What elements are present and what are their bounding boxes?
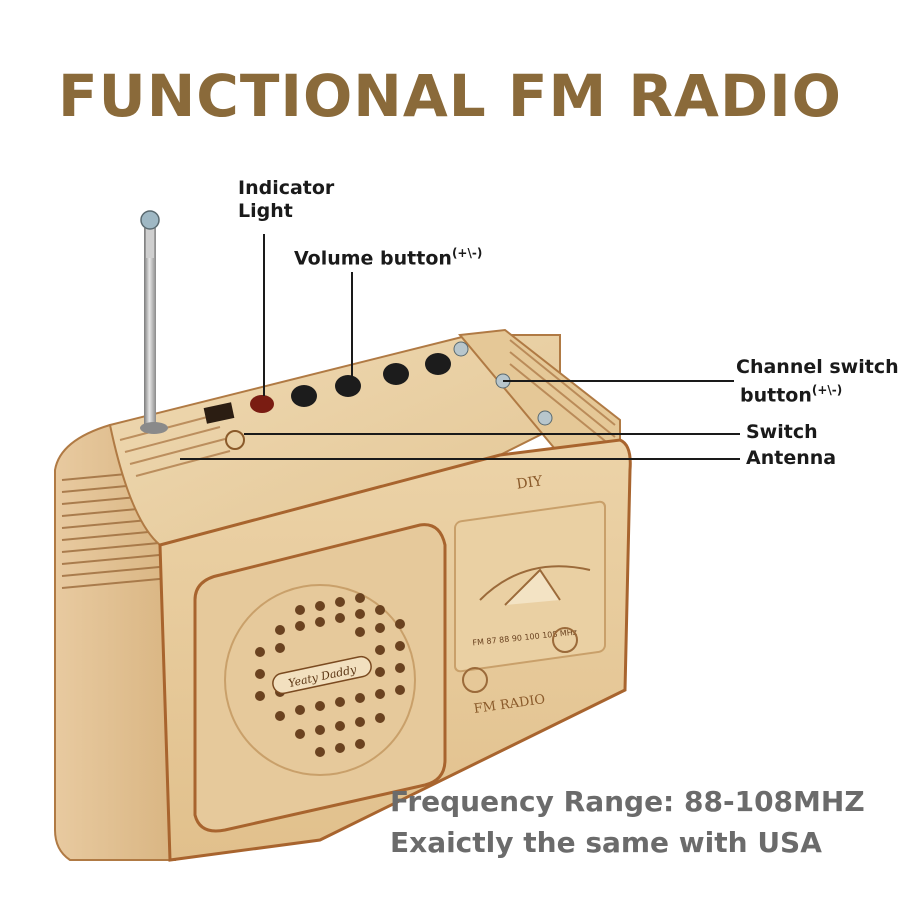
- screw-icon: [537, 410, 553, 426]
- power-icon: [225, 430, 245, 450]
- page-title: FUNCTIONAL FM RADIO: [58, 62, 842, 130]
- indicator-light: [250, 395, 274, 413]
- screw-icon: [453, 341, 469, 357]
- antenna: [140, 210, 168, 434]
- diy-mark: DIY: [515, 473, 544, 493]
- top-controls: [203, 341, 553, 450]
- compatibility-note-text: Exaictly the same with USA: [390, 826, 822, 859]
- speaker-holes: [255, 593, 405, 757]
- frequency-range-text: Frequency Range: 88-108MHZ: [390, 785, 865, 818]
- callout-lines: [180, 234, 740, 460]
- antenna-label: Antenna: [746, 447, 837, 469]
- volume-button-label: Volume button(+\-): [294, 246, 483, 270]
- channel-down-button: [383, 363, 409, 385]
- indicator-light-label: Indicator Light: [238, 177, 335, 222]
- channel-up-button: [425, 353, 451, 375]
- switch-label: Switch: [746, 421, 818, 443]
- speaker-grille: Yeaty Daddy: [193, 523, 447, 833]
- volume-down-button: [291, 385, 317, 407]
- tuner-knob-right: [552, 627, 578, 653]
- switch-slider: [203, 402, 235, 424]
- tuner-panel: FM 87 88 90 100 108 MHz DIY FM RADIO: [454, 473, 606, 717]
- volume-up-button: [335, 375, 361, 397]
- channel-switch-label: Channel switch button(+\-): [736, 356, 899, 407]
- tuner-knob-left: [462, 667, 488, 693]
